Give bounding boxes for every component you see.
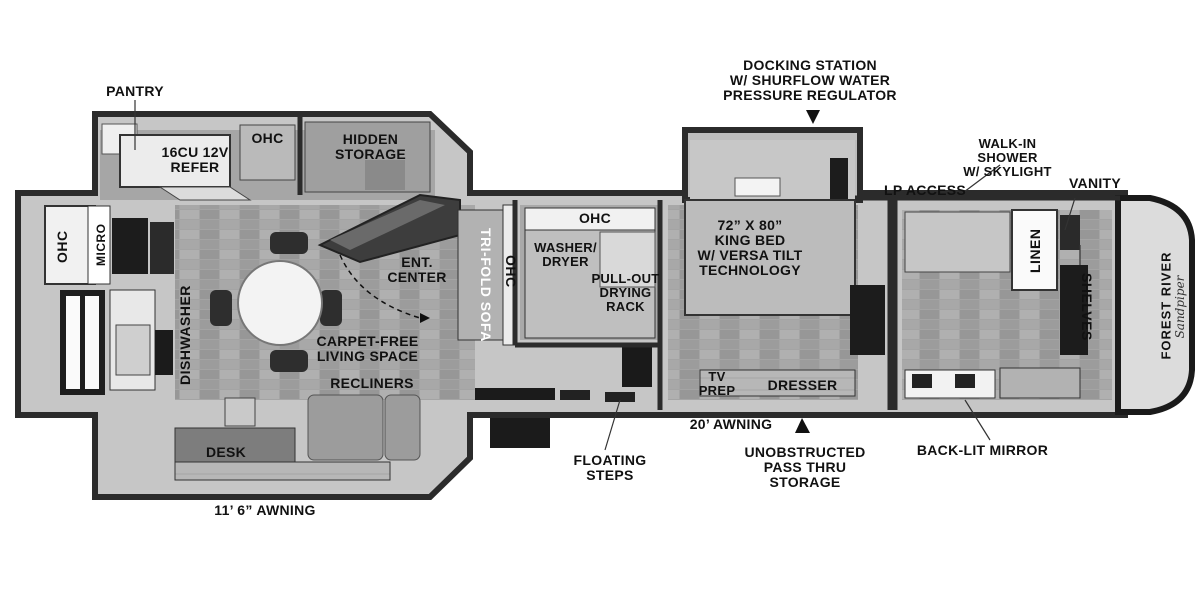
kitchen-area	[44, 121, 431, 481]
front-cap	[1115, 195, 1195, 415]
bathroom	[904, 209, 1088, 399]
micro-label: MICRO	[94, 223, 108, 267]
pass-thru-label: UNOBSTRUCTED PASS THRU STORAGE	[744, 444, 866, 490]
ohc-laundry-label: OHC	[578, 210, 611, 226]
king-bed	[684, 199, 856, 316]
desk-label: DESK	[205, 444, 247, 460]
back-lit-mirror-label: BACK-LIT MIRROR	[916, 442, 1049, 458]
ohc-left-label: OHC	[54, 230, 70, 263]
dresser-label: DRESSER	[767, 377, 838, 393]
drying-rack-label: PULL-OUT DRYING RACK	[591, 271, 660, 314]
recliners-label: RECLINERS	[330, 375, 414, 391]
bedroom	[684, 110, 885, 433]
interior-walls	[297, 114, 1120, 410]
walk-in-shower-label: WALK-IN SHOWER W/ SKYLIGHT	[963, 136, 1052, 179]
lp-access-label: LP ACCESS	[883, 182, 967, 198]
laundry-area	[524, 207, 656, 387]
shelves-label: SHELVES	[1079, 273, 1095, 341]
ent-center-label: ENT. CENTER	[387, 254, 447, 285]
tri-fold-sofa-label: TRI-FOLD SOFA	[478, 228, 494, 342]
ohc-sofa-label: OHC	[503, 255, 519, 288]
washer-dryer-label: WASHER/ DRYER	[534, 240, 597, 269]
leader-lines	[134, 100, 1081, 451]
awning-right-label: 20’ AWNING	[689, 416, 773, 432]
dishwasher-label: DISHWASHER	[177, 285, 193, 385]
floating-steps-label: FLOATING STEPS	[573, 452, 647, 483]
pantry-label: PANTRY	[106, 83, 164, 99]
hidden-storage-label: HIDDEN STORAGE	[334, 131, 407, 162]
docking-station-label: DOCKING STATION W/ SHURFLOW WATER PRESSU…	[723, 57, 897, 103]
brand-wordmark: FOREST RIVER	[1158, 251, 1174, 360]
tv-prep-label: TV PREP	[698, 369, 736, 398]
carpet-free-label: CARPET-FREE LIVING SPACE	[316, 333, 419, 364]
king-bed-label: 72” X 80” KING BED W/ VERSA TILT TECHNOL…	[697, 217, 803, 278]
ohc-kitchen-label: OHC	[251, 130, 284, 146]
dining-table	[210, 232, 342, 372]
floating-steps	[475, 388, 635, 448]
vanity-label: VANITY	[1068, 175, 1122, 191]
refer-label: 16CU 12V REFER	[161, 144, 229, 175]
living-area	[307, 193, 516, 461]
awning-left-label: 11’ 6” AWNING	[214, 502, 316, 518]
refrigerator	[119, 134, 231, 188]
brand-script-logo: Sandpiper	[1173, 275, 1187, 339]
linen-label: LINEN	[1027, 228, 1043, 274]
